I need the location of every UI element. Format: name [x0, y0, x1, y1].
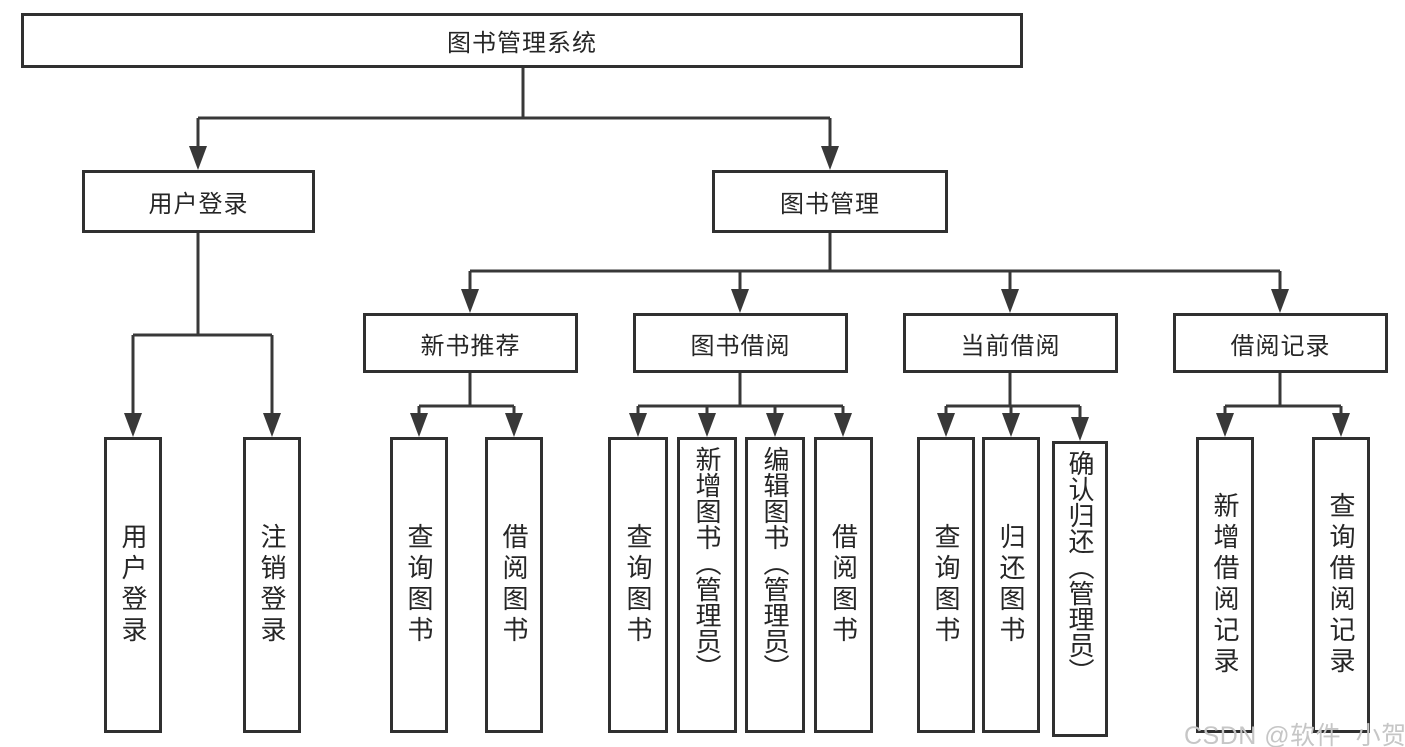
leaf-borrow-add-books-admin: 新增图书（管理员）: [677, 437, 737, 733]
node-user-login-label: 用户登录: [148, 191, 249, 218]
node-book-borrow: 图书借阅: [633, 313, 848, 373]
leaf-recommend-borrow-books-label: 借阅图书: [499, 523, 529, 647]
leaf-recommend-borrow-books: 借阅图书: [485, 437, 543, 733]
leaf-records-add-record: 新增借阅记录: [1196, 437, 1254, 733]
node-book-management: 图书管理: [712, 170, 948, 233]
leaf-borrow-query-books: 查询图书: [608, 437, 668, 733]
node-borrow-records-label: 借阅记录: [1230, 332, 1331, 360]
leaf-borrow-query-books-label: 查询图书: [623, 523, 653, 647]
leaf-borrow-add-books-admin-label: 新增图书（管理员）: [692, 446, 722, 680]
node-book-borrow-label: 图书借阅: [690, 332, 791, 360]
leaf-recommend-query-books: 查询图书: [390, 437, 448, 733]
leaf-user-login-label: 用户登录: [118, 523, 148, 647]
leaf-recommend-query-books-label: 查询图书: [404, 523, 434, 647]
node-borrow-records: 借阅记录: [1173, 313, 1388, 373]
leaf-logout: 注销登录: [243, 437, 301, 733]
leaf-records-add-record-label: 新增借阅记录: [1210, 492, 1240, 678]
arrowhead-icons: [124, 146, 1350, 441]
tree-edges: [131, 68, 1343, 420]
leaf-borrow-borrow-books-label: 借阅图书: [828, 523, 859, 647]
leaf-records-query-record: 查询借阅记录: [1312, 437, 1370, 733]
node-root: 图书管理系统: [21, 13, 1023, 68]
leaf-current-query-books-label: 查询图书: [931, 523, 961, 647]
node-user-login: 用户登录: [82, 170, 315, 233]
leaf-records-query-record-label: 查询借阅记录: [1326, 492, 1356, 678]
leaf-borrow-borrow-books: 借阅图书: [814, 437, 873, 733]
leaf-borrow-edit-books-admin-label: 编辑图书（管理员）: [760, 446, 790, 680]
leaf-current-return-books: 归还图书: [982, 437, 1040, 733]
leaf-logout-label: 注销登录: [257, 523, 287, 647]
node-new-book-recommend-label: 新书推荐: [420, 332, 521, 360]
node-new-book-recommend: 新书推荐: [363, 313, 578, 373]
leaf-user-login: 用户登录: [104, 437, 162, 733]
node-current-borrow: 当前借阅: [903, 313, 1118, 373]
node-current-borrow-label: 当前借阅: [960, 332, 1061, 360]
leaf-borrow-edit-books-admin: 编辑图书（管理员）: [745, 437, 805, 733]
node-book-management-label: 图书管理: [780, 191, 880, 218]
leaf-current-return-books-label: 归还图书: [996, 523, 1026, 647]
node-root-label: 图书管理系统: [447, 30, 597, 57]
leaf-current-confirm-return-admin-label: 确认归还（管理员）: [1065, 450, 1095, 684]
watermark-csdn: CSDN @软件_小贺同学: [1184, 722, 1405, 747]
leaf-current-confirm-return-admin: 确认归还（管理员）: [1052, 441, 1108, 737]
leaf-current-query-books: 查询图书: [917, 437, 975, 733]
